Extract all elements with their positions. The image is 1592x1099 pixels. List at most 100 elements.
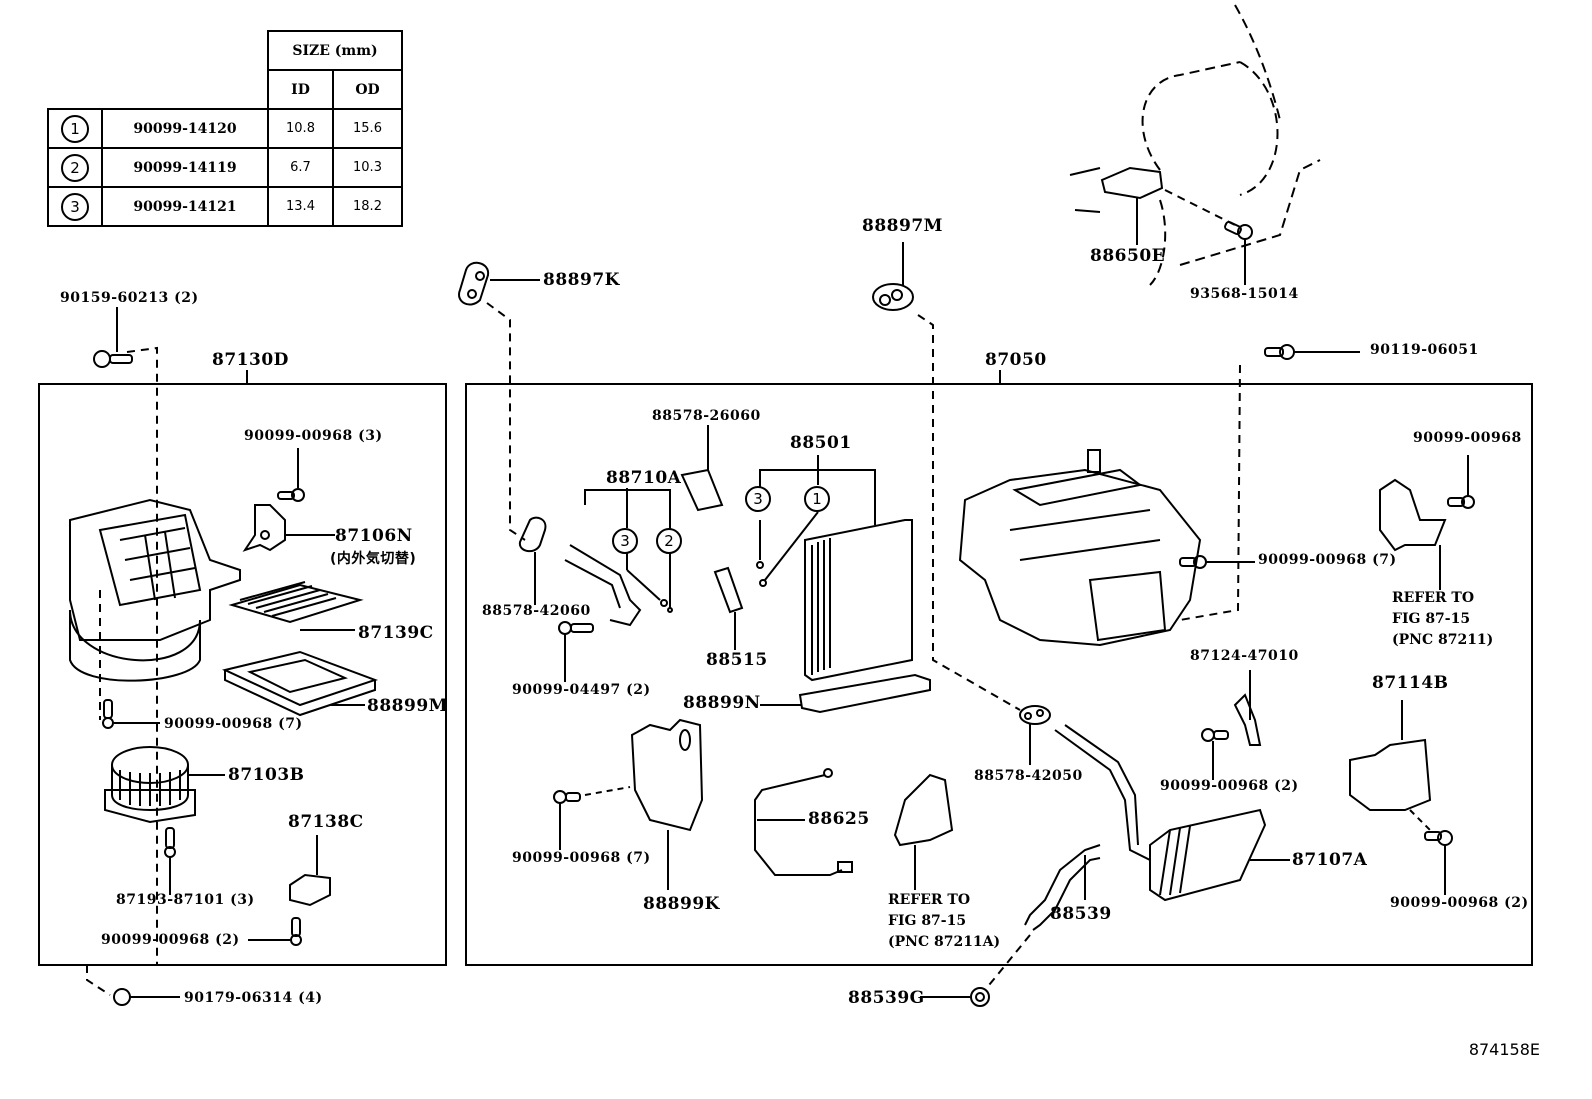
part-label[interactable]: 90159-60213 (2) [60, 290, 199, 306]
part-label[interactable]: 87114B [1372, 673, 1449, 693]
id-value: 13.4 [267, 186, 334, 227]
part-label[interactable]: 90099-00968 (2) [101, 932, 240, 948]
part-label[interactable]: 93568-15014 [1190, 286, 1299, 302]
heater-core-part [1054, 724, 1290, 902]
thermistor-part [713, 566, 744, 650]
table-row: 3 90099-14121 13.4 18.2 [47, 186, 403, 227]
part-label[interactable]: 88578-42050 [974, 768, 1083, 784]
screw-icon [102, 699, 160, 729]
part-label[interactable]: 90099-00968 (7) [512, 850, 651, 866]
part-label[interactable]: 88897K [543, 270, 620, 290]
part-label[interactable]: 88501 [790, 433, 852, 453]
screw-icon [1201, 728, 1229, 780]
size-header: SIZE (mm) [267, 30, 403, 71]
part-label[interactable]: 90099-00968 (2) [1390, 895, 1529, 911]
ref-circle-3: 3 [745, 486, 771, 512]
part-label[interactable]: 88897M [862, 216, 943, 236]
packing-plate-part [518, 516, 547, 605]
part-label[interactable]: 87138C [288, 812, 364, 832]
bolt-icon [558, 621, 594, 682]
part-label[interactable]: 90099-00968 (2) [1160, 778, 1299, 794]
id-value: 6.7 [267, 147, 334, 188]
oring-size-table: SIZE (mm) ID OD 1 90099-14120 10.8 15.6 … [47, 30, 403, 227]
packing-plate-part [1019, 705, 1051, 765]
part-number-link[interactable]: 90099-14120 [101, 108, 269, 149]
damper-servo-part [630, 718, 704, 890]
ref-circle: 2 [61, 153, 89, 182]
part-label[interactable]: 88515 [706, 650, 768, 670]
group-box-87130D [38, 383, 447, 966]
id-value: 10.8 [267, 108, 334, 149]
vehicle-outline [1141, 4, 1321, 286]
part-label[interactable]: 90179-06314 (4) [184, 990, 323, 1006]
part-label[interactable]: 90099-04497 (2) [512, 682, 651, 698]
drain-tray-part [760, 673, 931, 714]
part-label[interactable]: 88578-26060 [652, 408, 761, 424]
od-value: 10.3 [332, 147, 403, 188]
packing-88897K [458, 261, 540, 541]
part-label[interactable]: 88539G [848, 988, 925, 1008]
od-value: 18.2 [332, 186, 403, 227]
part-note: (内外気切替) [330, 551, 417, 567]
evaporator-part [756, 455, 913, 682]
air-filter-part [228, 581, 364, 631]
screw-icon [248, 917, 302, 946]
bolt-icon [1264, 344, 1360, 360]
refer-note[interactable]: REFER TO FIG 87-15 (PNC 87211) [1392, 590, 1494, 648]
grommet-icon [920, 987, 990, 1007]
screw-icon [1224, 220, 1253, 285]
part-label[interactable]: 87103B [228, 765, 305, 785]
ref-circle: 3 [61, 192, 89, 221]
table-row: 2 90099-14119 6.7 10.3 [47, 147, 403, 188]
drain-hose-part [984, 844, 1101, 991]
part-label[interactable]: 87139C [358, 623, 434, 643]
assembly-label[interactable]: 87130D [212, 350, 289, 370]
duct-part [893, 773, 954, 890]
part-label[interactable]: 88625 [808, 809, 870, 829]
part-label[interactable]: 88899N [683, 693, 761, 713]
part-label[interactable]: 90099-00968 (7) [164, 716, 303, 732]
od-value: 15.6 [332, 108, 403, 149]
part-label[interactable]: 88899K [643, 894, 720, 914]
refer-note[interactable]: REFER TO FIG 87-15 (PNC 87211A) [888, 892, 1001, 950]
amplifier-unit-part [1069, 166, 1236, 245]
part-label[interactable]: 90099-00968 (3) [244, 428, 383, 444]
figure-id: 874158E [1468, 1040, 1540, 1059]
part-label[interactable]: 87124-47010 [1190, 648, 1299, 664]
blower-case-part [69, 498, 241, 682]
screw-icon [1179, 555, 1255, 569]
part-label[interactable]: 88539 [1050, 904, 1112, 924]
filter-case-part [221, 650, 379, 717]
id-header: ID [267, 69, 334, 110]
part-label[interactable]: 90099-00968 (7) [1258, 552, 1397, 568]
part-label[interactable]: 90099-00968 [1413, 430, 1522, 446]
amplifier-bracket-part [1349, 700, 1432, 831]
dashed-leader [126, 346, 158, 965]
screw-icon [553, 786, 631, 850]
ref-circle: 1 [61, 114, 89, 143]
part-label[interactable]: 87193-87101 (3) [116, 892, 255, 908]
part-label[interactable]: 88899M [367, 696, 448, 716]
part-number-link[interactable]: 90099-14121 [101, 186, 269, 227]
part-label[interactable]: 88710A [606, 468, 682, 488]
part-number-link[interactable]: 90099-14119 [101, 147, 269, 188]
screw-icon [164, 827, 176, 895]
servo-motor-part [242, 448, 335, 552]
assembly-label[interactable]: 87050 [985, 350, 1047, 370]
ref-circle-3: 3 [612, 528, 638, 554]
part-label[interactable]: 88578-42060 [482, 603, 591, 619]
screw-icon [1424, 830, 1453, 895]
packing-88897M [872, 242, 1021, 711]
blower-resistor-part [289, 835, 331, 907]
od-header: OD [332, 69, 403, 110]
part-label[interactable]: 90119-06051 [1370, 342, 1479, 358]
blower-motor-part [104, 746, 225, 824]
ref-circle-2: 2 [656, 528, 682, 554]
sensor-wire-part [754, 768, 853, 876]
part-label[interactable]: 87107A [1292, 850, 1368, 870]
nut-icon [113, 988, 180, 1006]
part-label[interactable]: 87106N [335, 526, 413, 546]
part-label[interactable]: 88650E [1090, 246, 1166, 266]
screw-icon [1447, 455, 1475, 509]
expansion-valve-part [564, 488, 673, 627]
